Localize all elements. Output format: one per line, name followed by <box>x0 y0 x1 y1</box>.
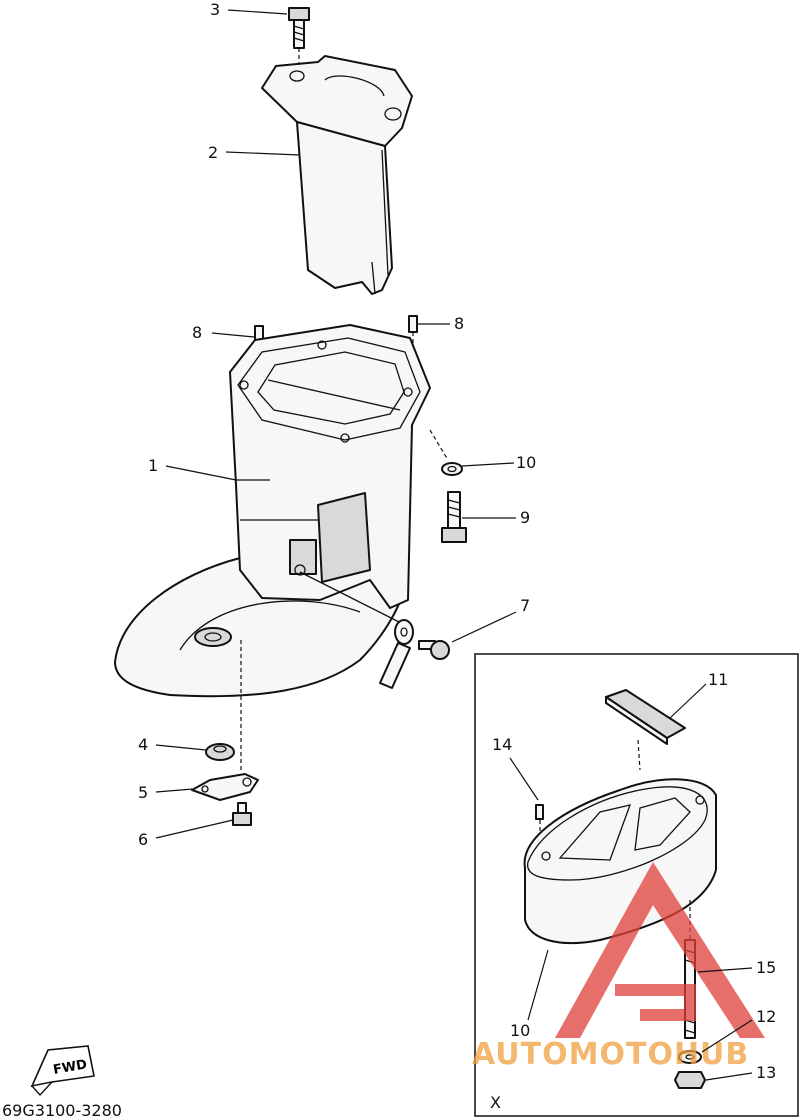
part-7-screw <box>299 571 450 689</box>
callout-9: 9 <box>520 508 530 527</box>
callout-14: 13 <box>756 1063 776 1082</box>
part-10-washer <box>429 429 463 476</box>
callout-10: 10 <box>516 453 536 472</box>
part-5-plate <box>191 773 259 801</box>
callout-7: 7 <box>520 596 530 615</box>
callouts: 3 2 8 8 10 1 9 7 4 5 6 11 14 15 12 13 10 <box>138 0 776 1082</box>
watermark-text: AUTOMOTOHUB <box>472 1037 749 1072</box>
callout-5: 5 <box>138 783 148 802</box>
diagram-code: 69G3100-3280 <box>2 1101 122 1119</box>
watermark-logo: AUTOMOTOHUB <box>472 862 765 1072</box>
callout-6: 6 <box>138 830 148 849</box>
part-4-grommet <box>205 743 235 761</box>
part-2-casing <box>261 55 413 295</box>
inset-label: X <box>490 1093 501 1112</box>
callout-3: 3 <box>210 0 220 19</box>
part-6-bolt <box>232 802 252 826</box>
callout-8-right: 8 <box>454 314 464 333</box>
callout-16: 15 <box>756 958 776 977</box>
fwd-label: FWD <box>52 1057 88 1078</box>
callout-13: 12 <box>756 1007 776 1026</box>
callout-1: 1 <box>148 456 158 475</box>
part-1-lower-casing <box>114 324 431 770</box>
callout-12: 11 <box>708 670 728 689</box>
fwd-arrow-icon: FWD <box>30 1045 95 1097</box>
callout-11: 10 <box>510 1021 530 1040</box>
part-13-washer <box>678 1050 702 1064</box>
part-14-nut <box>674 1071 706 1089</box>
callout-2: 2 <box>208 143 218 162</box>
part-9-bolt <box>441 491 467 543</box>
part-3-bolt <box>288 7 310 75</box>
callout-8-left: 8 <box>192 323 202 342</box>
part-12-seal <box>605 689 686 771</box>
callout-4: 4 <box>138 735 148 754</box>
callout-15: 14 <box>492 735 512 754</box>
